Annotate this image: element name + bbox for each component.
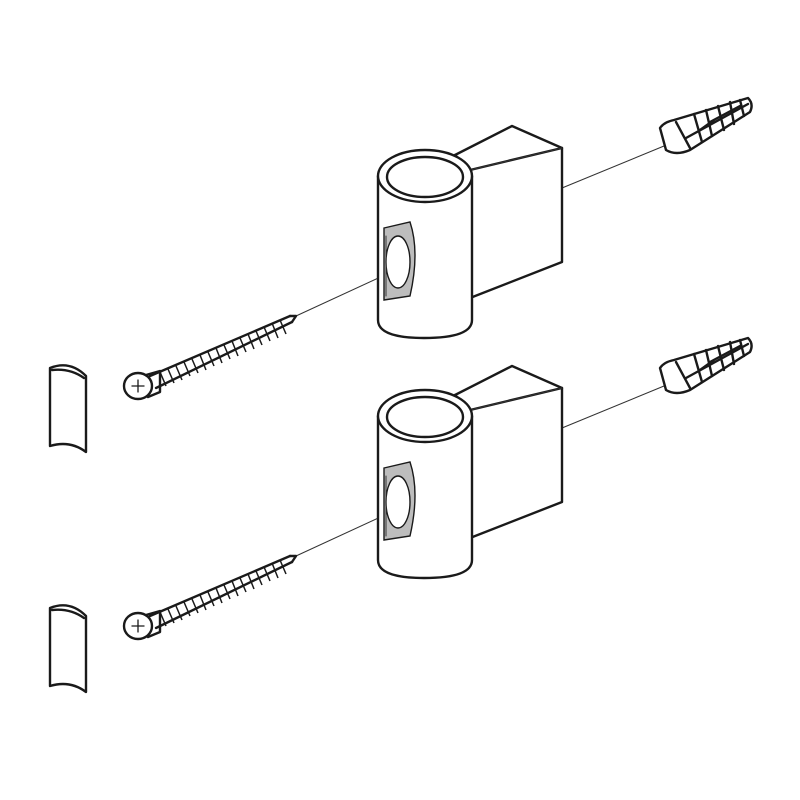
bottom-assembly <box>48 336 753 694</box>
top-axis-line-right <box>561 145 665 189</box>
bottom-wall-plug <box>658 336 753 395</box>
top-cover-cap <box>48 364 88 454</box>
bottom-screw <box>122 554 298 641</box>
bottom-cover-cap <box>48 604 88 694</box>
top-assembly <box>48 96 753 454</box>
bottom-hinge-bracket <box>376 364 564 580</box>
top-screw <box>122 314 298 401</box>
top-hinge-bracket <box>376 124 564 340</box>
top-wall-plug <box>658 96 753 155</box>
bottom-axis-line-right <box>561 385 665 429</box>
